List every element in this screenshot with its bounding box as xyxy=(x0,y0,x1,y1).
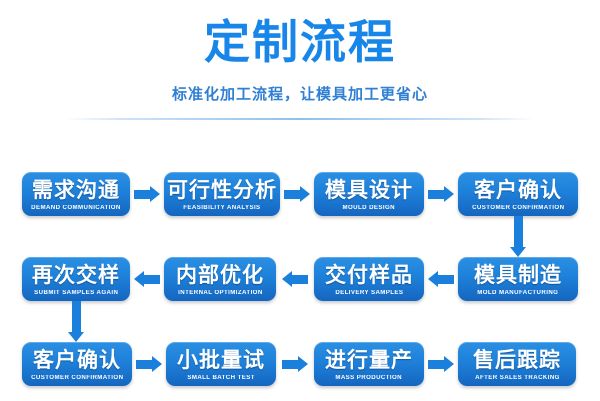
flow-step-label-cn: 进行量产 xyxy=(325,348,413,372)
arrow-head xyxy=(510,247,526,257)
arrow-shaft xyxy=(514,216,523,248)
arrow-left-icon xyxy=(428,271,454,287)
flow-step-label-cn: 小批量试 xyxy=(177,348,265,372)
flow-step-label-en: MOLD MANUFACTURING xyxy=(477,289,559,296)
flow-step-label-cn: 需求沟通 xyxy=(32,178,120,202)
arrow-right-icon xyxy=(136,356,162,372)
flow-step-label-cn: 交付样品 xyxy=(325,263,413,287)
flow-step-label-cn: 模具制造 xyxy=(474,263,562,287)
arrow-head xyxy=(428,271,438,287)
flow-step-delivery-samples[interactable]: 交付样品 DELIVERY SAMPLES xyxy=(314,257,424,301)
page-subtitle: 标准化加工流程，让模具加工更省心 xyxy=(171,85,428,103)
flow-step-customer-confirmation-2[interactable]: 客户确认 CUSTOMER CONFIRMATION xyxy=(22,342,132,386)
arrow-down-icon-row2-to-row3 xyxy=(68,301,84,342)
arrow-down-icon-row1-to-row2 xyxy=(510,216,526,257)
flow-step-label-cn: 内部优化 xyxy=(176,263,264,287)
flow-step-label-cn: 客户确认 xyxy=(33,348,121,372)
flow-step-submit-samples-again[interactable]: 再次交样 SUBMIT SAMPLES AGAIN xyxy=(22,257,130,301)
arrow-head xyxy=(282,271,292,287)
flow-step-label-en: CUSTOMER CONFIRMATION xyxy=(471,204,565,211)
arrow-head xyxy=(152,356,162,372)
arrow-head xyxy=(444,186,454,202)
arrow-head xyxy=(444,356,454,372)
header: 定制流程 标准化加工流程，让模具加工更省心 xyxy=(0,0,600,148)
arrow-shaft xyxy=(437,275,454,284)
arrow-head xyxy=(68,332,84,342)
flow-step-customer-confirmation-1[interactable]: 客户确认 CUSTOMER CONFIRMATION xyxy=(458,172,578,216)
flow-step-label-en: INTERNAL OPTIMIZATION xyxy=(177,289,263,296)
flow-step-label-en: FEASIBILITY ANALYSIS xyxy=(183,204,261,211)
flow-step-label-cn: 可行性分析 xyxy=(167,178,277,202)
flow-step-demand-communication[interactable]: 需求沟通 DEMAND COMMUNICATION xyxy=(22,172,130,216)
flow-step-mold-manufacturing[interactable]: 模具制造 MOLD MANUFACTURING xyxy=(458,257,578,301)
flow-step-label-cn: 客户确认 xyxy=(474,178,562,202)
flow-step-label-cn: 模具设计 xyxy=(325,178,413,202)
arrow-shaft xyxy=(428,190,445,199)
flow-step-label-en: SMALL BATCH TEST xyxy=(187,374,255,381)
flow-step-label-cn: 售后跟踪 xyxy=(473,348,561,372)
flow-step-label-en: MOULD DESIGN xyxy=(342,204,396,211)
arrow-shaft xyxy=(143,275,160,284)
arrow-shaft xyxy=(428,360,445,369)
arrow-head xyxy=(300,186,310,202)
arrow-shaft xyxy=(134,190,151,199)
flow-step-feasibility-analysis[interactable]: 可行性分析 FEASIBILITY ANALYSIS xyxy=(164,172,280,216)
flow-step-label-en: MASS PRODUCTION xyxy=(335,374,403,381)
arrow-head xyxy=(298,356,308,372)
flow-step-label-en: AFTER SALES TRACKING xyxy=(474,374,560,381)
flow-step-mould-design[interactable]: 模具设计 MOULD DESIGN xyxy=(314,172,424,216)
arrow-shaft xyxy=(72,301,81,333)
arrow-shaft xyxy=(136,360,153,369)
flow-step-internal-optimization[interactable]: 内部优化 INTERNAL OPTIMIZATION xyxy=(164,257,276,301)
arrow-shaft xyxy=(282,360,299,369)
flow-step-label-en: DELIVERY SAMPLES xyxy=(334,289,404,296)
arrow-right-icon xyxy=(284,186,310,202)
flow-step-label-cn: 再次交样 xyxy=(32,263,120,287)
arrow-left-icon xyxy=(134,271,160,287)
arrow-left-icon xyxy=(282,271,308,287)
arrow-shaft xyxy=(284,190,301,199)
arrow-head xyxy=(134,271,144,287)
arrow-right-icon xyxy=(428,356,454,372)
flow-step-after-sales-tracking[interactable]: 售后跟踪 AFTER SALES TRACKING xyxy=(458,342,576,386)
flow-step-label-en: SUBMIT SAMPLES AGAIN xyxy=(33,289,119,296)
page-title: 定制流程 xyxy=(204,16,396,68)
flow-step-mass-production[interactable]: 进行量产 MASS PRODUCTION xyxy=(314,342,424,386)
arrow-right-icon xyxy=(428,186,454,202)
arrow-shaft xyxy=(291,275,308,284)
title-divider xyxy=(65,117,535,120)
flow-step-label-en: CUSTOMER CONFIRMATION xyxy=(30,374,124,381)
arrow-right-icon xyxy=(282,356,308,372)
arrow-right-icon xyxy=(134,186,160,202)
flow-step-label-en: DEMAND COMMUNICATION xyxy=(31,204,121,211)
process-flow: 需求沟通 DEMAND COMMUNICATION 可行性分析 FEASIBIL… xyxy=(0,148,600,401)
arrow-head xyxy=(150,186,160,202)
flow-step-small-batch-test[interactable]: 小批量试 SMALL BATCH TEST xyxy=(166,342,276,386)
